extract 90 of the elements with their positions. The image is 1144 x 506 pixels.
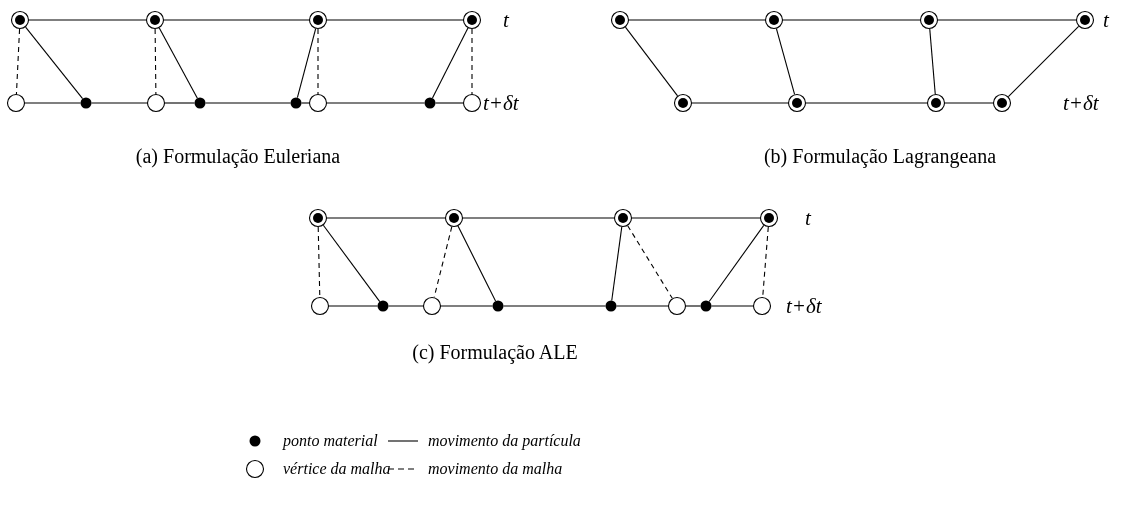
- dashed-line: [317, 226, 321, 298]
- dot-in-circle: [462, 10, 482, 30]
- solid-line: [775, 28, 796, 95]
- time-label: t: [1103, 9, 1109, 31]
- hollow-circle: [6, 93, 26, 113]
- solid-line: [691, 102, 789, 104]
- dot-in-circle: [610, 10, 630, 30]
- solid-line: [685, 305, 702, 307]
- solid-line: [434, 102, 464, 104]
- dot-in-circle: [673, 93, 693, 113]
- solid-line: [710, 305, 754, 307]
- solid-line: [164, 102, 196, 104]
- hollow-circle: [422, 296, 442, 316]
- hollow-circle: [146, 93, 166, 113]
- legend-label: movimento da malha: [428, 461, 563, 477]
- solid-line: [462, 217, 615, 219]
- solid-line: [457, 225, 497, 302]
- hollow-circle: [667, 296, 687, 316]
- dot-in-circle: [787, 93, 807, 113]
- solid-line: [296, 28, 317, 99]
- solid-line: [204, 102, 292, 104]
- solid-line: [25, 26, 84, 100]
- solid-line: [326, 19, 464, 21]
- hollow-circle: [308, 93, 328, 113]
- figure-caption: (c) Formulação ALE: [412, 342, 578, 362]
- solid-line: [24, 102, 82, 104]
- dot-in-circle: [926, 93, 946, 113]
- solid-line: [615, 305, 669, 307]
- dot-in-circle: [764, 10, 784, 30]
- solid-line: [158, 27, 198, 99]
- hollow-circle: [752, 296, 772, 316]
- dashed-line: [762, 226, 769, 298]
- solid-line: [624, 26, 679, 97]
- solid-line: [628, 19, 766, 21]
- solid-line: [631, 217, 761, 219]
- dot-in-circle: [992, 93, 1012, 113]
- figure-caption: (b) Formulação Lagrangeana: [763, 146, 997, 166]
- solid-line: [90, 102, 148, 104]
- dashed-line: [15, 28, 21, 95]
- dot-in-circle: [919, 10, 939, 30]
- legend-label: movimento da partícula: [428, 433, 581, 449]
- dot-in-circle: [308, 208, 328, 228]
- solid-line: [328, 305, 379, 307]
- legend-label: ponto material: [283, 433, 378, 449]
- solid-line: [937, 19, 1077, 21]
- time-label: t+δt: [483, 92, 519, 114]
- solid-line: [163, 19, 310, 21]
- legend-label: vértice da malha: [283, 461, 391, 477]
- dot-in-circle: [613, 208, 633, 228]
- solid-dot: [492, 300, 504, 312]
- solid-line: [326, 217, 446, 219]
- solid-line: [502, 305, 607, 307]
- solid-line: [929, 28, 936, 95]
- solid-dot: [194, 97, 206, 109]
- solid-dot: [424, 97, 436, 109]
- dot-in-circle: [308, 10, 328, 30]
- figure-caption: (a) Formulação Euleriana: [135, 146, 341, 166]
- solid-line: [611, 226, 623, 302]
- solid-dot: [377, 300, 389, 312]
- time-label: t+δt: [1063, 92, 1099, 114]
- solid-line: [300, 102, 310, 104]
- dashed-line: [154, 28, 157, 95]
- solid-line: [782, 19, 921, 21]
- time-label: t+δt: [786, 295, 822, 317]
- dot-in-circle: [10, 10, 30, 30]
- solid-line: [440, 305, 494, 307]
- dot-in-circle: [759, 208, 779, 228]
- solid-line: [326, 102, 426, 104]
- solid-line: [322, 224, 381, 303]
- dot-in-circle: [145, 10, 165, 30]
- dashed-line: [627, 225, 673, 299]
- solid-line: [28, 19, 147, 21]
- solid-line: [387, 305, 424, 307]
- solid-dot: [80, 97, 92, 109]
- time-label: t: [503, 9, 509, 31]
- solid-dot: [290, 97, 302, 109]
- solid-dot: [605, 300, 617, 312]
- dashed-line: [471, 28, 473, 95]
- solid-dot: [700, 300, 712, 312]
- solid-line: [805, 102, 928, 104]
- time-label: t: [805, 207, 811, 229]
- solid-line: [431, 27, 469, 99]
- solid-line: [708, 224, 765, 303]
- hollow-circle: [462, 93, 482, 113]
- dot-in-circle: [1075, 10, 1095, 30]
- dashed-line: [317, 28, 319, 95]
- hollow-circle: [310, 296, 330, 316]
- solid-line: [1007, 25, 1080, 98]
- dot-in-circle: [444, 208, 464, 228]
- solid-line: [944, 102, 994, 104]
